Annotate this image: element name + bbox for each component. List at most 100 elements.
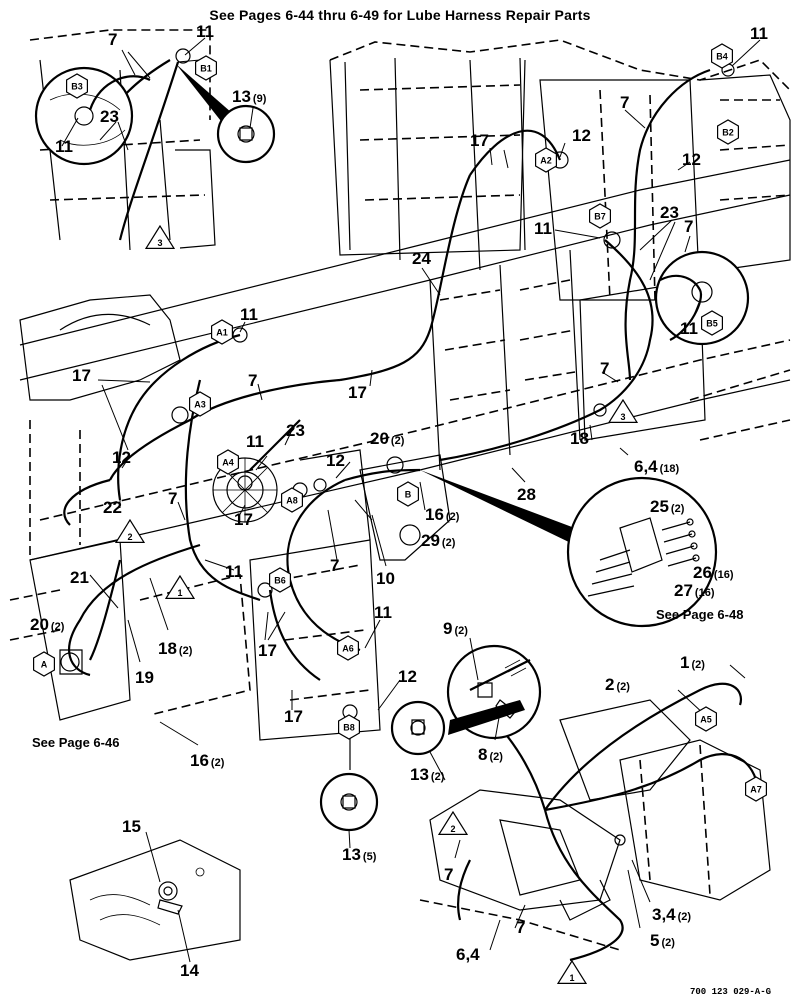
callout-16-50: 16(2) [190,751,225,770]
callout-17-29: 17 [234,510,253,529]
callout-16-31: 16(2) [425,505,460,524]
callout-7-18: 7 [248,371,257,390]
callout-28-30: 28 [517,485,536,504]
svg-text:B5: B5 [706,319,718,329]
callout-19-42: 19 [135,668,154,687]
callout-20-40: 20(2) [30,615,65,634]
callout-11-38: 11 [225,562,243,581]
callout-11-12: 11 [534,219,552,238]
note-see-page-6-46: See Page 6-46 [32,735,119,750]
detail-circle-right [654,250,750,346]
triangle-tag-3-0: 3 [144,224,176,249]
svg-text:1: 1 [569,973,574,983]
callout-17-16: 17 [72,366,91,385]
callout-9-45: 9(2) [443,619,468,638]
svg-text:3: 3 [620,412,625,422]
callout-17-7: 17 [470,131,489,150]
detail-circle-lube-fitting-13-9 [176,64,276,164]
svg-text:1: 1 [177,588,182,598]
callout-8-52: 8(2) [478,745,503,764]
hex-tag-a2-4: A2 [534,147,558,173]
svg-text:2: 2 [450,824,455,834]
leader-lines [61,37,761,963]
hex-tag-a-15: A [32,651,56,677]
hex-tag-b1-0: B1 [195,55,217,81]
svg-text:A: A [41,660,48,670]
svg-text:B8: B8 [343,723,355,733]
callout-10-37: 10 [376,569,395,588]
callout-12-8: 12 [572,126,591,145]
callout-7-28: 7 [168,489,177,508]
hex-tag-a5-16: A5 [694,706,718,732]
callout-11-4: 11 [55,137,73,156]
callout-12-21: 12 [112,448,131,467]
callout-11-25: 11 [246,432,264,451]
callout-5-58: 5(2) [650,931,675,950]
callout-17-49: 17 [284,707,303,726]
hex-tag-a3-8: A3 [189,391,211,417]
hex-tag-b8-14: B8 [338,714,360,740]
hex-tag-a1-7: A1 [211,319,233,345]
hex-tag-b7-5: B7 [588,203,612,229]
callout-18-41: 18(2) [158,639,193,658]
hex-tag-b6-12: B6 [269,567,291,593]
svg-text:A7: A7 [750,785,762,795]
callout-15-54: 15 [122,817,141,836]
hex-tag-b3-1: B3 [65,73,89,99]
svg-text:B4: B4 [716,52,728,62]
page-header-note: See Pages 6-44 thru 6-49 for Lube Harnes… [209,7,591,23]
svg-text:A8: A8 [286,496,298,506]
small-fittings [59,48,735,846]
hex-tag-a7-17: A7 [744,776,768,802]
callout-29-32: 29(2) [421,531,456,550]
note-see-page-6-48: See Page 6-48 [656,607,743,622]
hex-tag-a8-10: A8 [281,487,303,513]
callout-11-15: 11 [680,319,698,338]
detail-circle-fitting-13-2 [390,700,525,756]
callout-17-43: 17 [258,641,277,660]
detail-circle-top-left [34,66,151,166]
callout-11-44: 11 [374,603,392,622]
svg-text:A4: A4 [222,458,234,468]
callout-12-26: 12 [326,451,345,470]
callout-7-19: 7 [600,359,609,378]
callout-7-33: 7 [330,556,339,575]
callout-12-9: 12 [682,150,701,169]
callout-2-47: 2(2) [605,675,630,694]
callout-13-51: 13(2) [410,765,445,784]
callout-7-55: 7 [444,865,453,884]
callout-24-13: 24 [412,249,431,268]
svg-text:B3: B3 [71,82,83,92]
svg-text:3: 3 [157,238,162,248]
inset-detail-15-14 [69,839,241,961]
hex-tag-b-11: B [397,481,419,507]
triangle-tag-2-2: 2 [114,518,146,544]
svg-text:B7: B7 [594,212,606,222]
drawing-number: 700 123 029-A-G [690,987,771,997]
svg-text:A6: A6 [342,644,354,654]
svg-text:B: B [405,490,412,500]
callout-17-17: 17 [348,383,367,402]
callout-7-1: 7 [108,30,117,49]
svg-text:A1: A1 [216,328,228,338]
callout-11-5: 11 [750,24,768,43]
callout-14-60: 14 [180,961,199,980]
hex-tag-b4-2: B4 [710,43,734,69]
callout-7-6: 7 [620,93,629,112]
callout-6-4-59: 6,4 [456,945,480,964]
hex-tag-a6-13: A6 [337,635,359,661]
svg-text:A5: A5 [700,715,712,725]
callout-23-3: 23 [100,107,119,126]
callout-3-4-56: 3,4(2) [652,905,691,924]
callout-20-22: 20(2) [370,429,405,448]
callout-7-57: 7 [516,918,525,937]
triangle-tag-3-1: 3 [607,398,639,423]
svg-text:A3: A3 [194,400,206,410]
callout-13-2: 13(9) [232,87,267,106]
svg-text:A2: A2 [540,156,552,166]
detail-circle-distribution-block [420,470,718,628]
callout-22-27: 22 [103,498,122,517]
